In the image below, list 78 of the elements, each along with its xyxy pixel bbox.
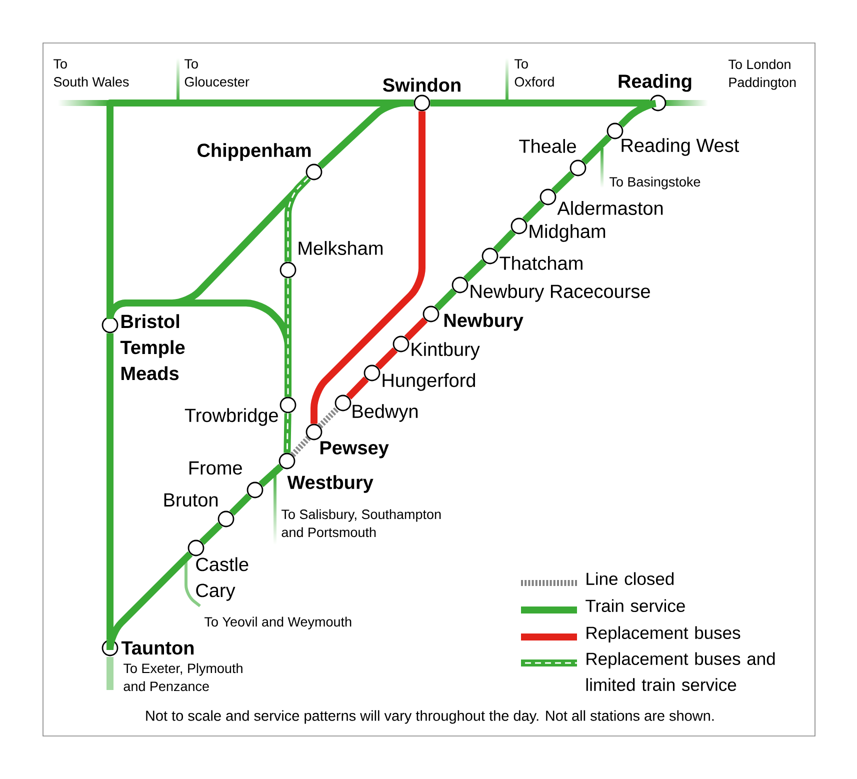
rail-line — [430, 100, 650, 106]
rail-line — [258, 464, 284, 488]
rail-line — [284, 175, 311, 262]
rail-line — [229, 493, 252, 516]
station-name: Midgham — [530, 224, 606, 242]
station-marker — [650, 94, 666, 112]
rail-line — [551, 171, 575, 194]
destination-label: To Gloucester — [184, 59, 250, 87]
station-marker — [570, 160, 586, 176]
destination-label: To South Wales — [54, 59, 129, 87]
station-name: Reading — [618, 74, 692, 92]
station-name: Frome — [189, 461, 242, 475]
rail-line — [434, 288, 457, 311]
station-name: Melksham — [298, 241, 382, 255]
station-marker — [102, 316, 118, 334]
bus-route-line — [346, 376, 369, 400]
bus-route-line — [310, 111, 426, 424]
destination-label: To Oxford — [514, 59, 554, 87]
station-marker — [278, 452, 296, 470]
legend-label: Train service — [586, 599, 685, 612]
station-marker — [306, 424, 322, 440]
rail-line — [284, 413, 292, 453]
destination-label: To London Paddington — [728, 59, 796, 90]
station-marker — [422, 306, 440, 322]
station-marker — [246, 482, 264, 498]
station-marker — [280, 262, 296, 278]
station-name: Bruton — [164, 493, 218, 507]
station-marker — [280, 396, 296, 414]
station-name: Taunton — [121, 641, 194, 655]
legend-label: Replacement buses — [586, 626, 740, 643]
destination-label: To Exeter, Plymouth and Penzance — [124, 663, 242, 692]
station-marker — [414, 94, 430, 112]
station-name: Reading West — [622, 138, 740, 156]
station-marker — [606, 122, 624, 140]
station-name: Thatcham — [500, 256, 582, 270]
station-name: Castle Cary — [196, 557, 248, 601]
caption: Not to scale and service patterns will vary throughout the day. Not all stations are shown. — [146, 710, 714, 724]
station-name: Newbury Racecourse — [470, 284, 650, 302]
station-name: Swindon — [382, 78, 460, 92]
rail-line — [318, 100, 414, 169]
station-name: Hungerford — [382, 373, 475, 391]
station-name: Newbury — [444, 313, 524, 331]
station-name: Theale — [519, 139, 576, 153]
legend-label: Replacement buses and limited train service — [586, 652, 775, 692]
station-name: Kintbury — [412, 342, 480, 360]
station-marker — [452, 276, 468, 294]
station-name: Pewsey — [320, 441, 389, 458]
station-marker — [482, 248, 498, 264]
destination-label: To Salisbury, Southampton and Portsmouth — [282, 509, 441, 538]
station-name: Aldermaston — [557, 201, 663, 215]
station-name: Chippenham — [198, 143, 311, 161]
station-marker — [188, 540, 204, 556]
station-marker — [334, 394, 352, 412]
station-name: Bristol Temple Meads — [120, 314, 185, 380]
rail-line — [106, 333, 114, 640]
station-marker — [306, 164, 322, 180]
station-marker — [510, 218, 528, 234]
rail-line — [463, 259, 487, 282]
station-name: Westbury — [287, 475, 374, 493]
bus-route-line — [375, 347, 398, 370]
closed-line — [290, 436, 311, 458]
station-marker — [218, 510, 234, 528]
bus-route-line — [404, 317, 428, 341]
rail-line — [493, 229, 516, 253]
station-marker — [540, 188, 556, 206]
rail-line — [618, 100, 660, 128]
legend-label: Line closed — [586, 572, 674, 586]
rail-line — [199, 522, 223, 545]
closed-line — [318, 406, 340, 428]
rail-line — [284, 278, 292, 397]
destination-label: To Yeovil and Weymouth — [204, 616, 352, 630]
station-name: Trowbridge — [184, 408, 278, 426]
station-marker — [392, 336, 410, 352]
station-name: Bedwyn — [352, 404, 418, 422]
rail-line — [581, 134, 612, 165]
station-marker — [364, 364, 380, 382]
rail-line — [522, 200, 545, 223]
destination-label: To Basingstoke — [610, 176, 700, 190]
